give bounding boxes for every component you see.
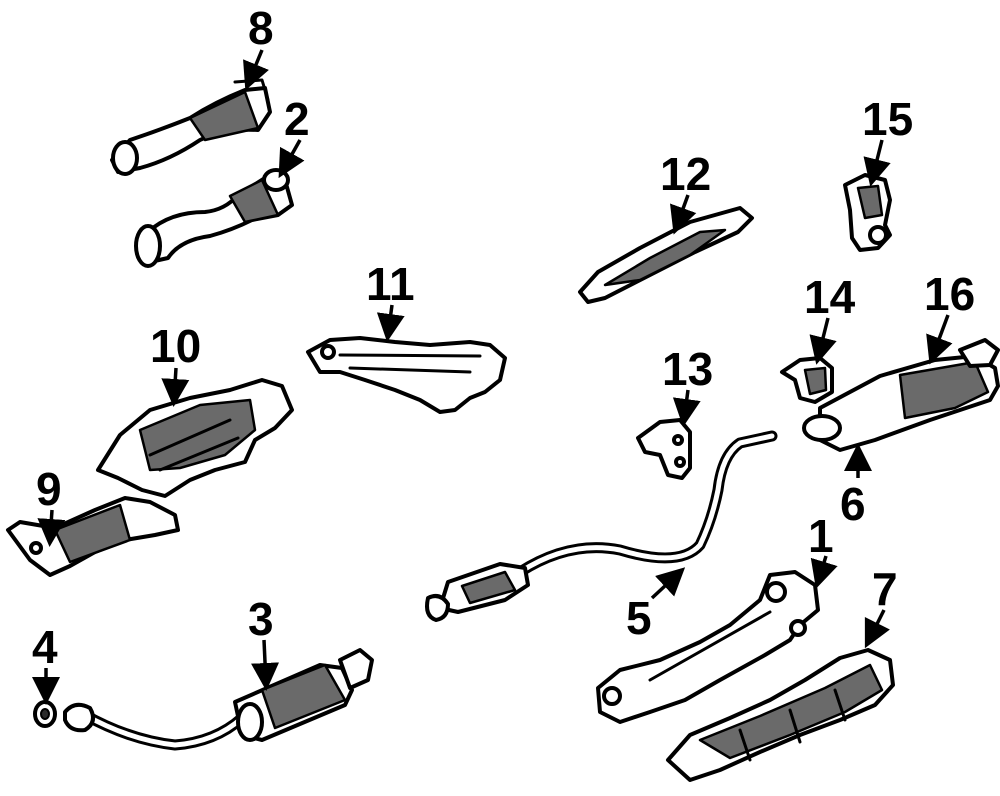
leader-11	[376, 304, 405, 342]
part-14-hanger-bracket	[780, 356, 834, 404]
leader-14	[809, 317, 837, 365]
part-2-front-pipe-lower	[134, 168, 294, 268]
callout-6: 6	[840, 478, 866, 530]
part-11-heat-shield	[306, 336, 507, 414]
part-7-manifold-heat-shield	[666, 648, 895, 782]
leader-16	[926, 314, 953, 365]
callout-11: 11	[366, 258, 415, 310]
leader-7	[864, 609, 890, 649]
callout-15: 15	[862, 93, 913, 145]
callout-14: 14	[804, 271, 856, 323]
part-4-gasket	[33, 700, 57, 728]
callout-5: 5	[626, 592, 652, 644]
part-13-bracket	[636, 418, 692, 480]
leader-1	[810, 555, 838, 589]
callout-16: 16	[924, 268, 975, 320]
part-6-rear-muffler	[802, 338, 1000, 452]
callout-10: 10	[150, 320, 201, 372]
callout-8: 8	[248, 2, 274, 54]
callout-12: 12	[660, 148, 711, 200]
leader-9	[37, 509, 66, 547]
leader-5	[650, 567, 686, 600]
leader-15	[863, 139, 891, 187]
callout-9: 9	[36, 463, 62, 515]
leader-13	[672, 389, 701, 427]
part-3-resonator-pipe	[63, 648, 374, 751]
leader-12	[670, 194, 697, 235]
callout-2: 2	[284, 93, 310, 145]
part-10-catalytic-converter-shield	[96, 378, 294, 498]
callout-7: 7	[872, 563, 898, 615]
leader-10	[161, 367, 190, 407]
callout-4: 4	[32, 621, 58, 673]
part-8-front-pipe-upper	[110, 78, 272, 176]
part-1-exhaust-manifold	[596, 570, 820, 724]
callout-1: 1	[808, 510, 834, 562]
callout-labels: 1 2 3 4 5 6 7 8 9 10 11 12 13 14 15 16	[32, 2, 975, 673]
leader-3	[251, 639, 280, 691]
part-15-hanger	[843, 173, 892, 252]
part-9-converter-pipe	[6, 496, 180, 577]
leader-lines	[32, 49, 953, 705]
leader-2	[278, 139, 305, 179]
part-5-intermediate-pipe	[425, 430, 778, 622]
callout-13: 13	[662, 343, 713, 395]
callout-3: 3	[248, 593, 274, 645]
leader-8	[243, 49, 269, 91]
part-12-heat-shield	[578, 206, 754, 304]
